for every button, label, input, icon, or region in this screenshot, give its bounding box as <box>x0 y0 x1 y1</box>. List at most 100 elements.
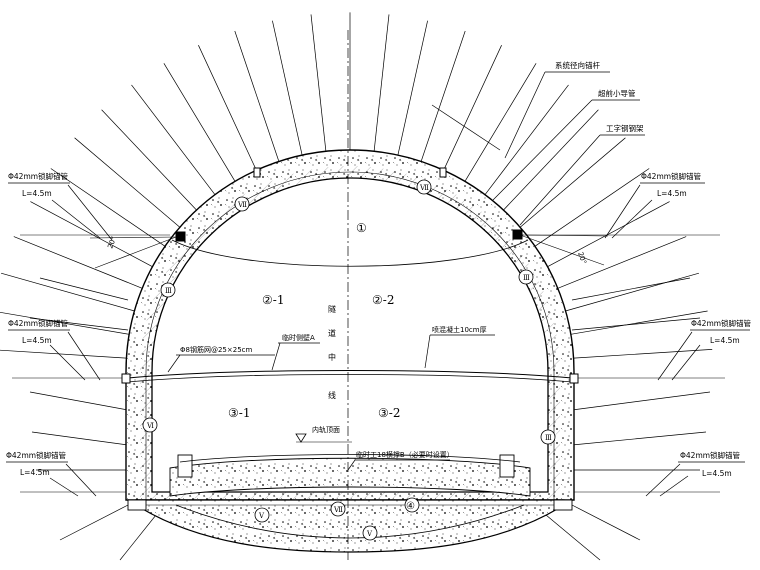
tunnel-cavity <box>151 177 549 493</box>
anchor-bolt <box>397 20 428 156</box>
marker-vii-top-left: Ⅶ <box>237 201 247 209</box>
anchor-bolt <box>163 63 236 182</box>
anchor-bolt <box>570 310 708 335</box>
stage-1-label: ① <box>356 221 367 235</box>
centerline-char-1: 隧 <box>328 304 336 314</box>
anchor-bolt <box>0 311 130 335</box>
anchor-bolt <box>571 317 701 331</box>
anchor-bolt <box>74 137 181 228</box>
reference-lines <box>12 234 725 493</box>
anchor-bolt <box>30 201 153 268</box>
tunnel-centerline-label: 隧 道 中 线 <box>328 304 336 400</box>
anchor-bolt <box>464 63 537 182</box>
centerline-char-3: 中 <box>328 352 336 362</box>
lock-pipe-label-right-top: Φ42mm锁脚锚管 <box>641 171 702 181</box>
marker-v-bottom-left: Ⅴ <box>258 512 265 520</box>
anchor-bolt <box>503 109 599 211</box>
temporary-horizontal-support <box>127 370 573 383</box>
marker-iii-right-low: Ⅲ <box>545 434 552 442</box>
anchor-bolt <box>571 277 691 301</box>
lock-length-label-left-top: L=4.5m <box>22 189 52 198</box>
marker-v-bottom-center: Ⅴ <box>366 530 373 538</box>
anchor-bolt <box>571 391 711 411</box>
shotcrete-label: 喷混凝土10cm厚 <box>432 325 487 334</box>
stage-4-label: ④ <box>406 501 415 512</box>
lock-length-label-right-mid: L=4.5m <box>710 336 740 345</box>
lock-length-label-right-top: L=4.5m <box>657 189 687 198</box>
left-angle-label: 20° <box>106 235 118 249</box>
lock-pipe-label-left-bottom: Φ42mm锁脚锚管 <box>6 450 67 460</box>
lock-pipe-label-left-mid: Φ42mm锁脚锚管 <box>8 318 69 328</box>
anchor-bolt <box>547 201 670 268</box>
rail-top-label: 内轨顶面 <box>312 425 340 434</box>
small-pipe-label: 超前小导管 <box>598 88 636 98</box>
anchor-bolt <box>39 277 129 301</box>
stage-3-1-label: ③-1 <box>228 406 250 420</box>
anchor-bolt <box>234 30 280 162</box>
anchor-bolt <box>565 272 699 312</box>
right-pedestal <box>499 454 515 478</box>
lock-length-label-left-bottom: L=4.5m <box>20 468 50 477</box>
upper-step-arc <box>171 239 529 267</box>
anchor-bolt <box>13 236 143 289</box>
lock-length-label-left-mid: L=4.5m <box>22 336 52 345</box>
anchor-bolt <box>573 349 713 359</box>
anchor-bolt <box>519 137 626 228</box>
marker-vii-top-right: Ⅶ <box>419 184 429 192</box>
anchor-bolt <box>272 20 303 156</box>
marker-vi-left: Ⅵ <box>146 422 154 430</box>
anchor-bolt <box>119 509 161 561</box>
marker-iii-left: Ⅲ <box>165 287 172 295</box>
invert-arch <box>135 499 565 553</box>
centerline-char-2: 道 <box>328 328 336 338</box>
anchor-bolt <box>50 168 166 247</box>
marker-iii-right: Ⅲ <box>523 274 530 282</box>
anchor-bolt <box>1 272 135 312</box>
leader-lines <box>6 71 750 497</box>
centerline-char-4: 线 <box>328 390 336 400</box>
steel-frame-joints <box>121 167 579 384</box>
stage-3-2-label: ③-2 <box>378 406 400 420</box>
anchor-bolt <box>484 84 569 196</box>
radial-anchor-bolts <box>0 12 713 561</box>
left-footing <box>127 499 147 511</box>
right-footing <box>553 499 573 511</box>
anchor-bolt <box>59 504 129 541</box>
anchor-bolt <box>534 168 650 247</box>
system-bolt-label: 系统径向锚杆 <box>555 60 600 70</box>
anchor-bolt <box>29 391 129 411</box>
lock-pipe-label-right-bottom: Φ42mm锁脚锚管 <box>680 450 741 460</box>
lock-pipe-label-left-top: Φ42mm锁脚锚管 <box>8 171 69 181</box>
temp-support-a-label: 临时侧壁A <box>282 333 315 342</box>
invert-inner-line <box>175 504 525 539</box>
left-pedestal <box>177 454 193 478</box>
angle-markers <box>89 234 609 269</box>
anchor-bolt <box>310 14 327 152</box>
anchor-bolt <box>420 30 466 162</box>
stage-2-2-label: ②-2 <box>372 293 394 307</box>
anchor-bolt <box>443 45 502 171</box>
stage-2-1-label: ②-1 <box>262 293 284 307</box>
anchor-bolt <box>198 45 257 171</box>
anchor-bolt <box>101 109 197 211</box>
rail-top-symbol <box>295 433 307 443</box>
anchor-bolt <box>571 431 707 446</box>
anchor-bolt <box>0 349 127 359</box>
marker-vii-bottom: Ⅶ <box>333 506 343 514</box>
anchor-bolt <box>373 14 390 152</box>
mesh-label: Φ8钢筋网@25×25cm <box>180 345 252 354</box>
anchor-bolt <box>571 504 641 541</box>
temporary-brace-b <box>179 454 521 463</box>
right-angle-label: 20° <box>576 251 588 265</box>
anchor-bolt <box>539 509 601 561</box>
anchor-bolt <box>131 84 216 196</box>
anchor-bolt <box>29 317 129 331</box>
anchor-bolt <box>31 431 129 446</box>
steel-frame-label: 工字钢钢架 <box>606 123 644 133</box>
invert-concrete <box>169 457 531 497</box>
lock-pipe-label-right-mid: Φ42mm锁脚锚管 <box>691 318 752 328</box>
roman-markers <box>142 179 556 541</box>
temp-brace-b-label: 临时工18横撑B（必要时设置） <box>356 450 454 459</box>
anchor-bolt <box>557 236 687 289</box>
